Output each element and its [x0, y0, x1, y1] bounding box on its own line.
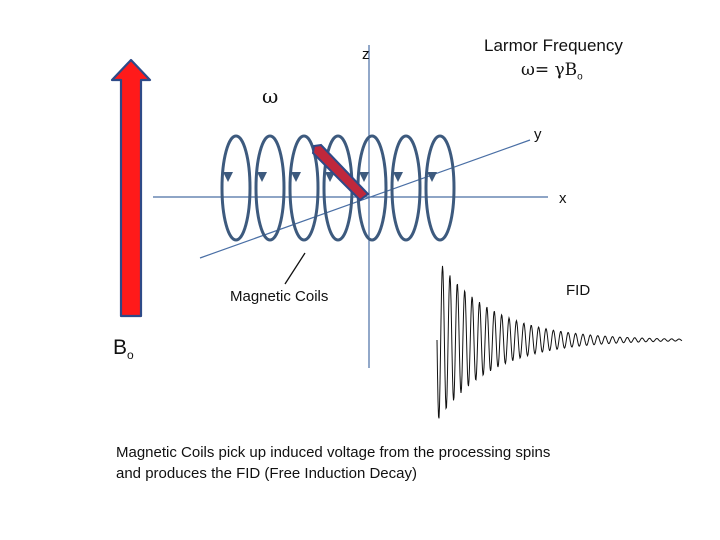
magnetic-coil-group [220, 134, 456, 242]
b0-label-subscript: o [127, 348, 134, 363]
caption-line-2: and produces the FID (Free Induction Dec… [116, 465, 417, 482]
coil-direction-arrow [427, 172, 437, 182]
y-axis-label: y [534, 126, 542, 143]
b0-label-main: B [113, 336, 128, 359]
coil-direction-arrow [325, 172, 335, 182]
y-axis [199, 139, 531, 259]
coil-direction-arrow [223, 172, 233, 182]
b0-label: Bo [113, 336, 134, 362]
larmor-title: Larmor Frequency [484, 36, 623, 55]
coil-direction-arrow [393, 172, 403, 182]
z-axis-label: z [362, 46, 370, 63]
coil-loop [424, 134, 456, 242]
coil-loop [254, 134, 286, 242]
larmor-equation: ω= γBo [521, 60, 583, 82]
b0-field-arrow [110, 58, 152, 318]
coil-pointer-line [284, 252, 306, 285]
fid-signal-trace [436, 265, 683, 419]
coil-loop [288, 134, 320, 242]
omega-label: ω [262, 84, 279, 108]
coil-direction-arrow [291, 172, 301, 182]
larmor-equation-subscript: o [577, 71, 583, 83]
coil-direction-arrow [359, 172, 369, 182]
coil-loop [220, 134, 252, 242]
x-axis-label: x [559, 190, 567, 207]
fid-label: FID [566, 282, 591, 299]
caption-line-1: Magnetic Coils pick up induced voltage f… [116, 444, 551, 461]
larmor-equation-main: ω= γB [521, 60, 578, 80]
coil-direction-arrow [257, 172, 267, 182]
magnetic-coils-label: Magnetic Coils [230, 288, 329, 305]
caption: Magnetic Coils pick up induced voltage f… [116, 442, 550, 484]
magnetic-moment-arrow [311, 143, 370, 202]
coil-loop [390, 134, 422, 242]
